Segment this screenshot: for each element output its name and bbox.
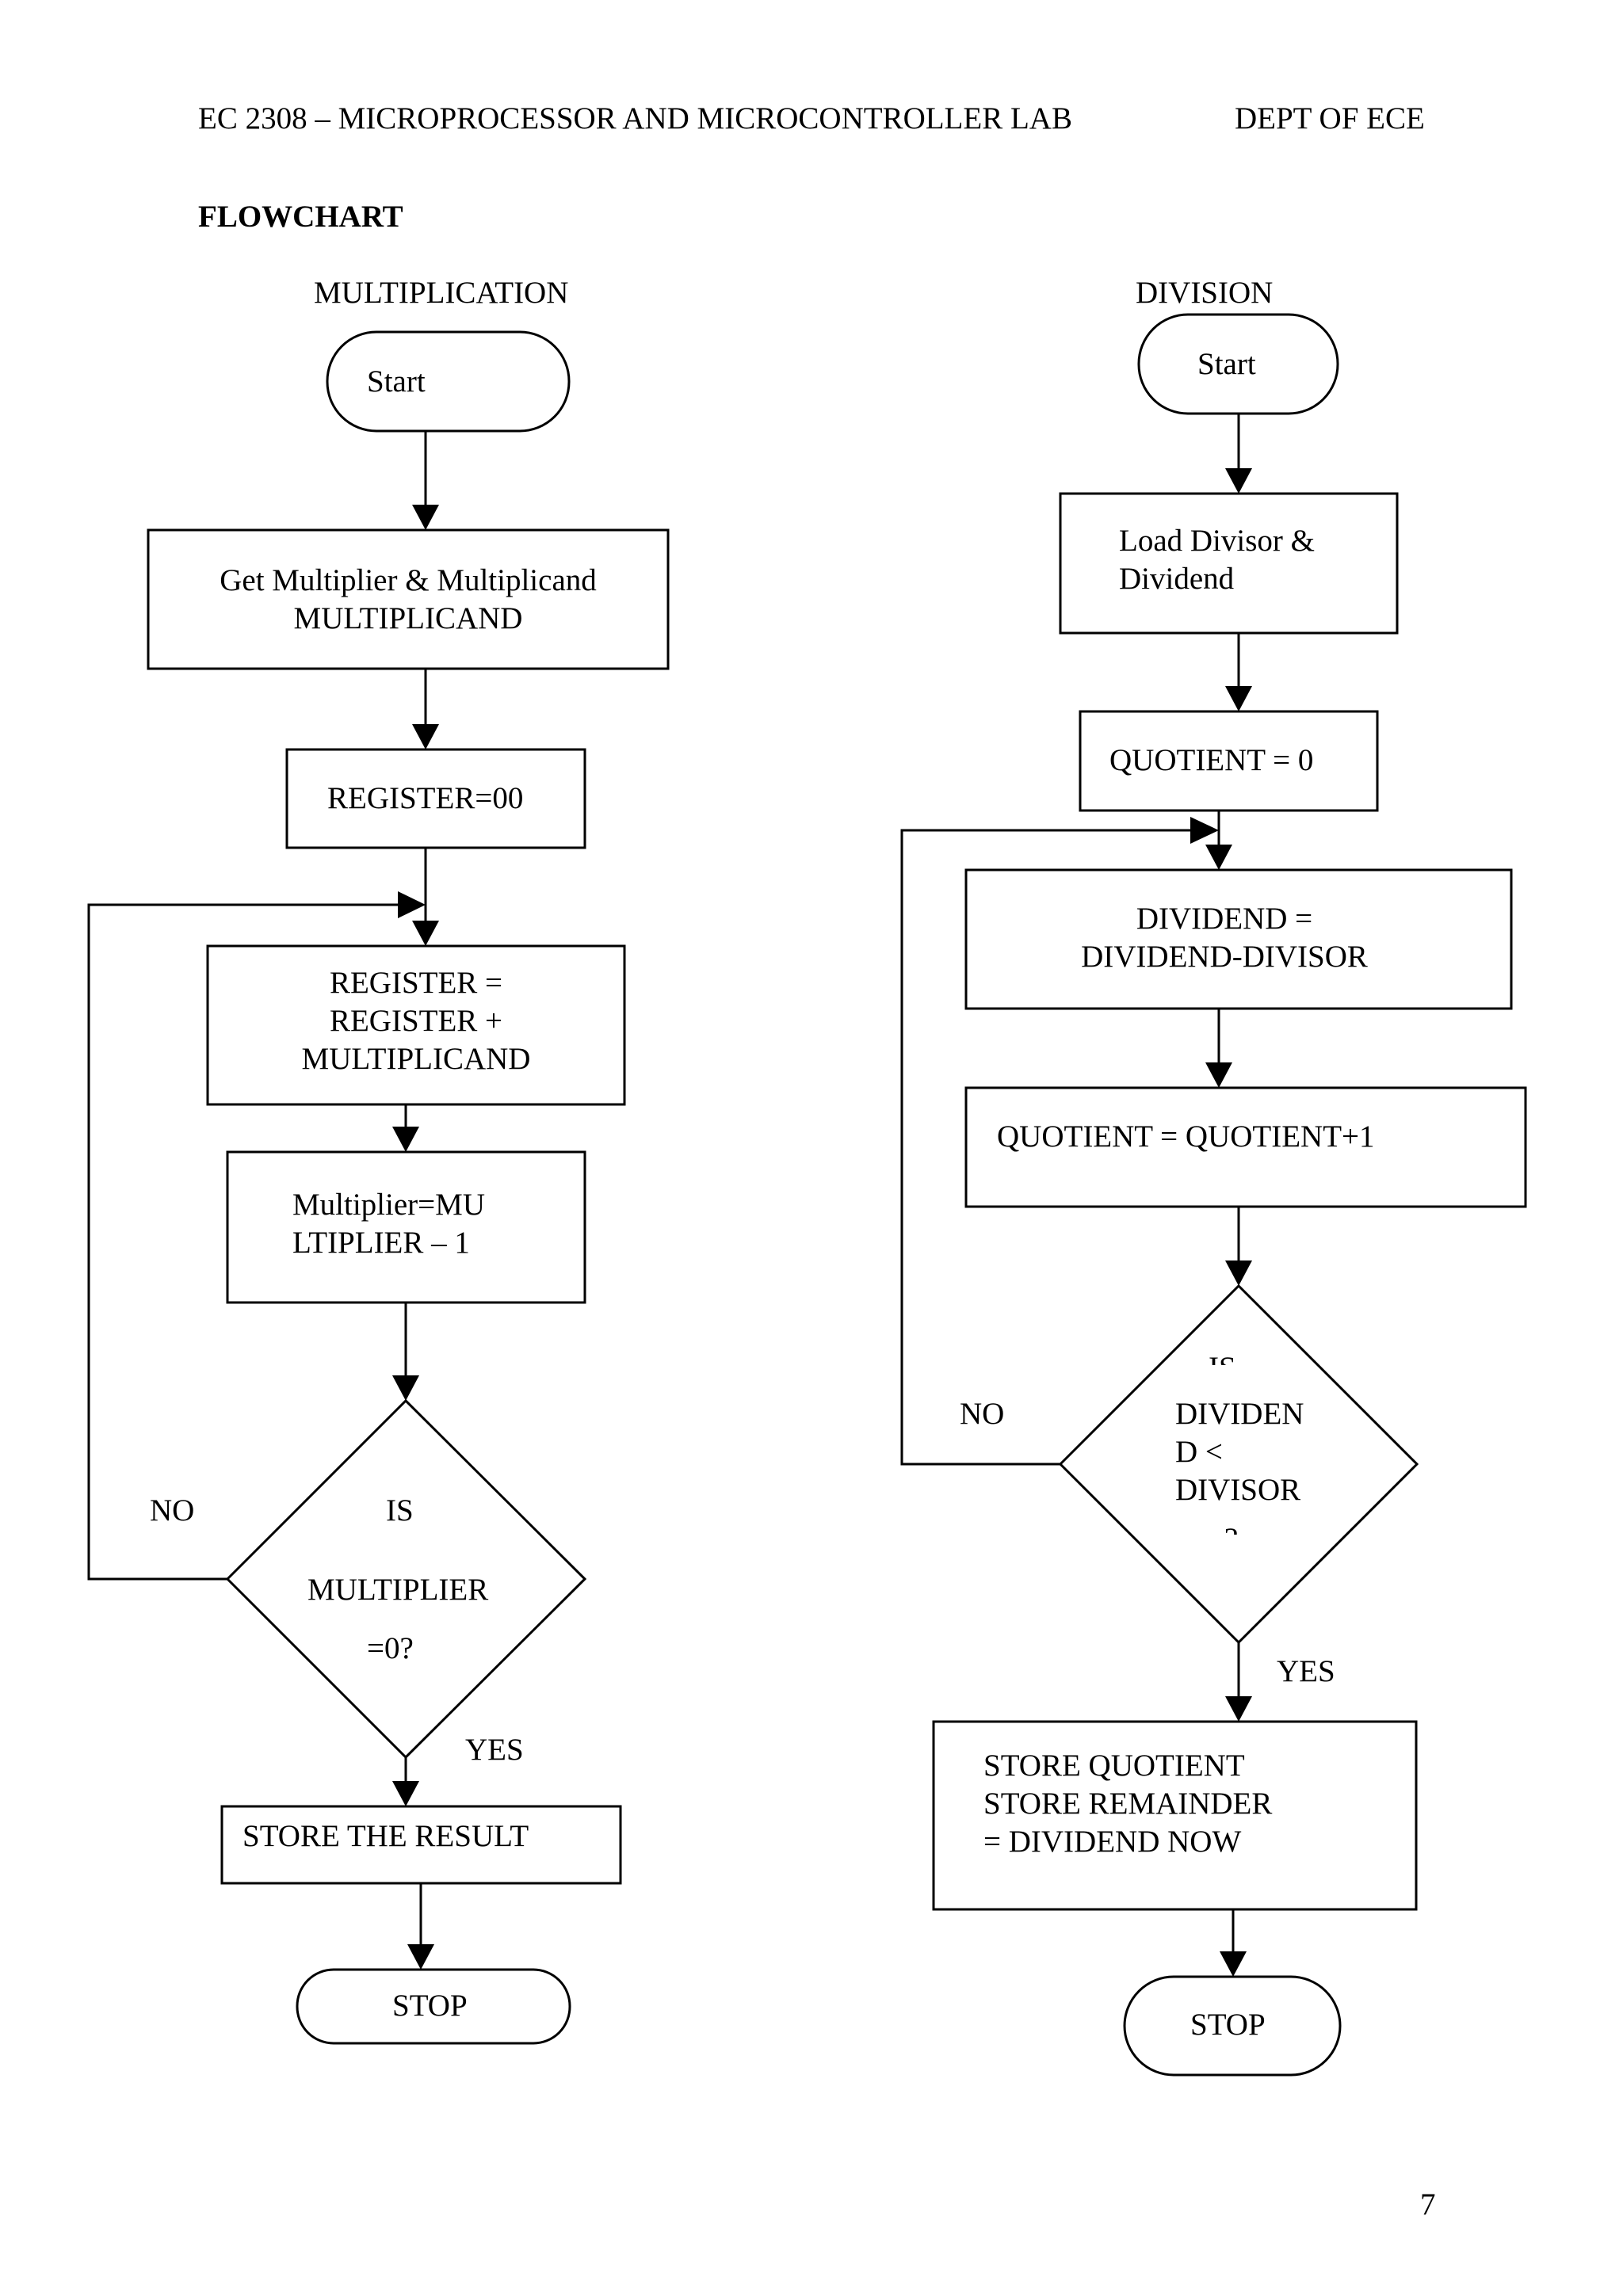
div-stop-label: STOP [1190, 2008, 1266, 2042]
mult-decrement-label: Multiplier=MU LTIPLIER – 1 [292, 1188, 485, 1260]
div-subtract-label: DIVIDEND = DIVIDEND-DIVISOR [1081, 902, 1368, 974]
arrowhead [392, 1375, 419, 1401]
mult-decision-zero: =0? [367, 1631, 414, 1665]
arrowhead [1225, 468, 1252, 494]
mult-stop-label: STOP [392, 1989, 468, 2023]
arrowhead [398, 891, 426, 918]
div-quotient-init-label: QUOTIENT = 0 [1109, 743, 1314, 777]
arrowhead [1225, 686, 1252, 711]
div-decision-body: DIVIDEN D < DIVISOR [1175, 1397, 1304, 1507]
arrowhead [1205, 1062, 1232, 1088]
mult-start-label: Start [367, 364, 426, 399]
mult-no-loop-line [87, 903, 400, 1581]
div-increment-label: QUOTIENT = QUOTIENT+1 [997, 1119, 1375, 1154]
mult-register-add-label: REGISTER = REGISTER + MULTIPLICAND [301, 966, 531, 1076]
div-quotient-init-box [1079, 710, 1379, 812]
mult-yes-label: YES [465, 1733, 524, 1767]
arrowhead [392, 1127, 419, 1152]
mult-start-terminal [326, 330, 571, 433]
div-decision-question: ? [1224, 1522, 1239, 1556]
div-subtract-box [964, 868, 1513, 1010]
section-title: FLOWCHART [198, 200, 403, 234]
arrowhead [412, 724, 439, 749]
mult-stop-terminal [296, 1968, 571, 2045]
div-no-loop-line [900, 829, 1193, 1466]
mult-register-init-label: REGISTER=00 [327, 781, 524, 815]
div-no-label: NO [960, 1397, 1005, 1431]
page-number: 7 [1420, 2187, 1436, 2222]
mult-get-operands-label: Get Multiplier & Multiplicand MULTIPLICA… [220, 563, 597, 635]
arrowhead [412, 921, 439, 946]
arrowhead [1225, 1261, 1252, 1286]
arrowhead [1205, 845, 1232, 870]
div-store-box [932, 1720, 1418, 1911]
mult-decision-is: IS [386, 1493, 414, 1527]
arrowhead [1225, 1696, 1252, 1722]
course-header: EC 2308 – MICROPROCESSOR AND MICROCONTRO… [198, 101, 1072, 135]
div-title: DIVISION [1136, 276, 1274, 310]
arrowhead [1220, 1951, 1247, 1977]
mult-decision-multiplier: MULTIPLIER [307, 1573, 489, 1607]
div-yes-label: YES [1277, 1654, 1335, 1688]
div-start-label: Start [1197, 347, 1256, 381]
mult-get-operands-box [147, 528, 670, 670]
arrowhead [407, 1944, 434, 1970]
mult-register-add-box [206, 944, 626, 1106]
mult-register-init-box [285, 748, 586, 849]
mult-title: MULTIPLICATION [314, 276, 569, 310]
div-store-label: STORE QUOTIENT STORE REMAINDER = DIVIDEN… [983, 1749, 1273, 1859]
arrowhead [412, 505, 439, 530]
mult-no-label: NO [150, 1493, 195, 1527]
arrowhead [1190, 817, 1219, 844]
div-decision-is: IS [1209, 1351, 1236, 1385]
div-increment-box [964, 1086, 1527, 1208]
arrowhead [392, 1781, 419, 1806]
div-stop-terminal [1123, 1975, 1342, 2077]
div-load-box [1059, 492, 1399, 635]
div-load-label: Load Divisor & Dividend [1119, 524, 1315, 596]
mult-store-label: STORE THE RESULT [242, 1819, 529, 1853]
department-header: DEPT OF ECE [1235, 101, 1425, 135]
